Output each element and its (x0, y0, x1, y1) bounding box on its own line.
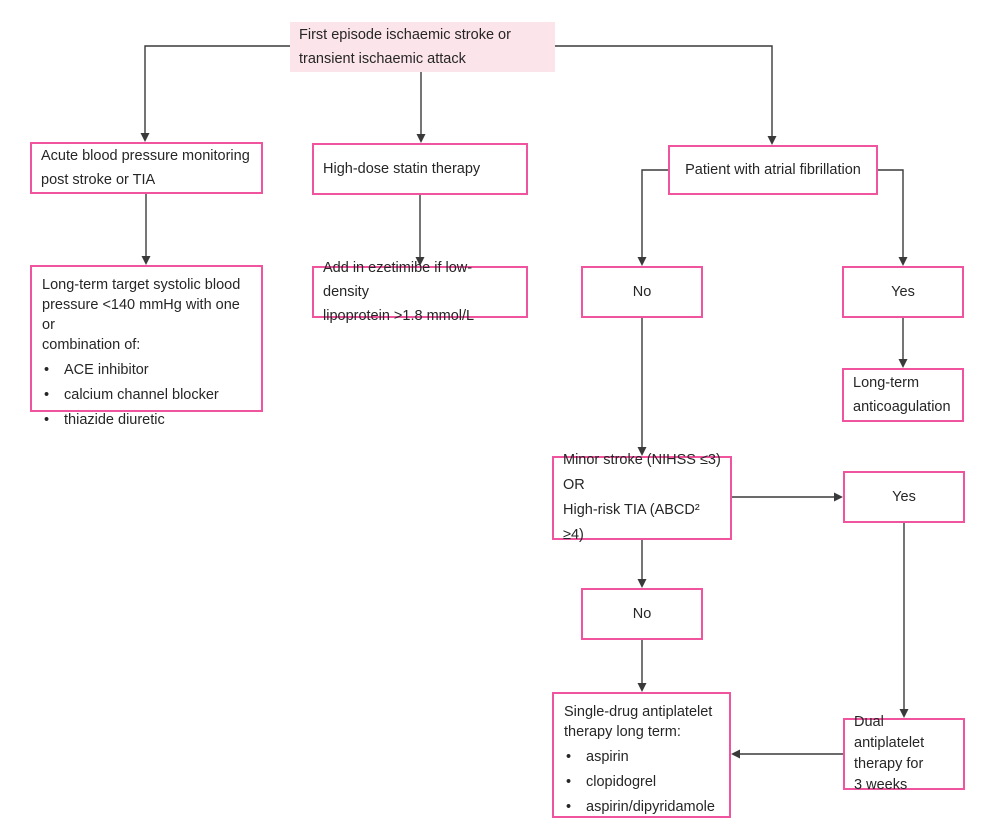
node-single-antiplatelet: Single-drug antiplatelet therapy long te… (552, 692, 731, 818)
node-af-no-text: No (632, 284, 652, 300)
arrowhead-right-icon (834, 492, 843, 502)
arrowhead-down-icon (416, 134, 426, 143)
bullet-item: aspirin (564, 747, 719, 767)
node-anticoagulation: Long-term anticoagulation (842, 368, 964, 422)
node-af-yes: Yes (842, 266, 964, 318)
node-minor-no: No (581, 588, 703, 640)
arrowhead-left-icon (731, 749, 740, 759)
node-statin-therapy-text: High-dose statin therapy (323, 161, 481, 177)
arrowhead-down-icon (898, 359, 908, 368)
node-af-no: No (581, 266, 703, 318)
node-first-episode: First episode ischaemic stroke or transi… (290, 22, 555, 72)
node-minor-stroke-tia-text: Minor stroke (NIHSS ≤3) OR High-risk TIA… (563, 452, 721, 543)
node-af-yes-text: Yes (891, 284, 915, 300)
arrowhead-down-icon (415, 257, 425, 266)
arrowhead-down-icon (637, 257, 647, 266)
node-anticoagulation-text: Long-term anticoagulation (853, 375, 951, 415)
node-ezetimibe-text: Add in ezetimibe if low-density lipoprot… (323, 260, 475, 324)
connector-start-to-acute (144, 45, 290, 133)
arrowhead-down-icon (141, 256, 151, 265)
bp-target-bullet-list: ACE inhibitor calcium channel blocker th… (32, 360, 261, 430)
single-antiplatelet-bullet-list: aspirin clopidogrel aspirin/dipyridamole (554, 747, 729, 817)
node-acute-bp-monitoring-text: Acute blood pressure monitoring post str… (41, 148, 250, 188)
bullet-item: clopidogrel (564, 772, 719, 792)
connector-af-to-yes (878, 169, 904, 257)
bullet-item-text: thiazide diuretic (64, 412, 165, 428)
bullet-item-text: calcium channel blocker (64, 387, 219, 403)
bullet-item: calcium channel blocker (42, 385, 251, 405)
arrowhead-down-icon (637, 683, 647, 692)
node-statin-therapy: High-dose statin therapy (312, 143, 528, 195)
arrowhead-down-icon (140, 133, 150, 142)
node-single-antiplatelet-intro: Single-drug antiplatelet therapy long te… (564, 704, 713, 740)
node-minor-no-text: No (632, 606, 652, 622)
bullet-item: aspirin/dipyridamole (564, 797, 719, 817)
bullet-item-text: ACE inhibitor (64, 362, 149, 378)
node-ezetimibe: Add in ezetimibe if low-density lipoprot… (312, 260, 528, 324)
node-dual-antiplatelet-text: Dual antiplatelet therapy for 3 weeks (854, 714, 925, 793)
bullet-item-text: aspirin/dipyridamole (586, 799, 715, 815)
node-atrial-fibrillation: Patient with atrial fibrillation (668, 145, 878, 195)
arrowhead-down-icon (637, 447, 647, 456)
node-minor-yes-text: Yes (892, 489, 916, 505)
arrowhead-down-icon (637, 579, 647, 588)
arrowhead-down-icon (767, 136, 777, 145)
connector-start-to-af (555, 45, 773, 136)
node-minor-stroke-tia: Minor stroke (NIHSS ≤3) OR High-risk TIA… (552, 452, 732, 543)
node-acute-bp-monitoring: Acute blood pressure monitoring post str… (30, 142, 263, 194)
node-first-episode-text: First episode ischaemic stroke or transi… (299, 27, 511, 67)
node-dual-antiplatelet: Dual antiplatelet therapy for 3 weeks (843, 714, 965, 793)
node-minor-yes: Yes (843, 471, 965, 523)
bullet-item-text: clopidogrel (586, 774, 657, 790)
arrowhead-down-icon (899, 709, 909, 718)
connector-af-to-no (641, 169, 668, 257)
bullet-item: ACE inhibitor (42, 360, 251, 380)
bullet-item: thiazide diuretic (42, 410, 251, 430)
node-bp-target: Long-term target systolic blood pressure… (30, 265, 263, 428)
node-atrial-fibrillation-text: Patient with atrial fibrillation (685, 162, 861, 178)
node-bp-target-intro: Long-term target systolic blood pressure… (42, 277, 241, 353)
bullet-item-text: aspirin (586, 749, 629, 765)
arrowhead-down-icon (898, 257, 908, 266)
